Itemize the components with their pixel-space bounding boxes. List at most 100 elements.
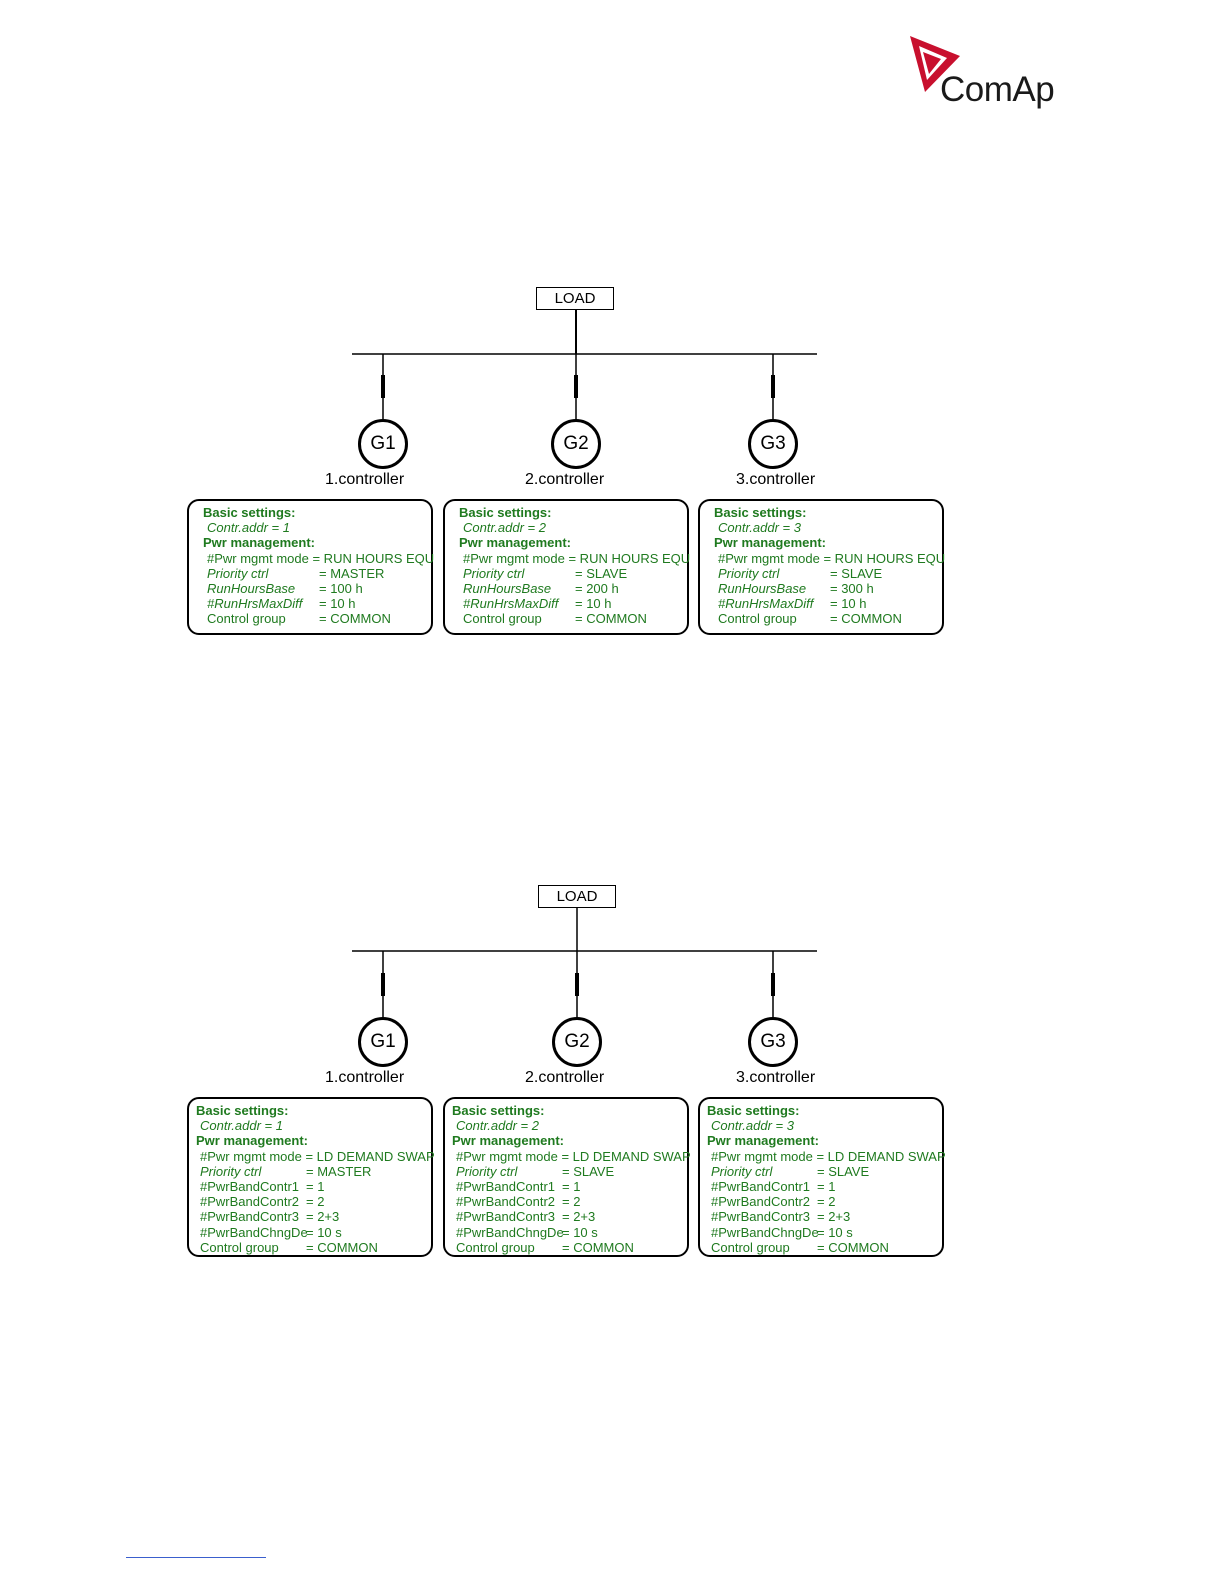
contr-addr-row: Contr.addr = 3	[700, 520, 942, 535]
controller-label-2: 2.controller	[525, 1069, 605, 1086]
generator-g3: G3	[748, 419, 798, 469]
setting-name: #RunHrsMaxDiff	[718, 596, 814, 612]
setting-name: #Pwr mgmt mode = LD DEMAND SWAP	[711, 1148, 946, 1164]
setting-row: #PwrBandContr2 = 2	[445, 1194, 687, 1209]
setting-name: #Pwr mgmt mode = RUN HOURS EQU	[718, 550, 946, 566]
setting-value: = COMMON	[562, 1239, 634, 1255]
controller-label-1: 1.controller	[325, 1069, 405, 1086]
pwr-management-header: Pwr management:	[445, 535, 687, 550]
setting-name: Control group	[463, 611, 542, 627]
setting-row: Priority ctrl= MASTER	[189, 566, 431, 581]
setting-name: #Pwr mgmt mode = LD DEMAND SWAP	[456, 1148, 691, 1164]
setting-row: RunHoursBase= 200 h	[445, 581, 687, 596]
setting-value: = COMMON	[830, 611, 902, 627]
contr-addr-value: Contr.addr = 2	[463, 520, 546, 536]
setting-row: Control group= COMMON	[445, 1240, 687, 1255]
setting-row: #Pwr mgmt mode = RUN HOURS EQU	[445, 550, 691, 566]
setting-value: = SLAVE	[562, 1163, 615, 1179]
pwr-management-header: Pwr management:	[189, 535, 431, 550]
setting-value: = COMMON	[319, 611, 391, 627]
pwr-management-label: Pwr management:	[714, 535, 826, 551]
setting-row: RunHoursBase= 100 h	[189, 581, 431, 596]
setting-value: = 2+3	[562, 1209, 596, 1225]
basic-settings-header: Basic settings:	[700, 1103, 942, 1118]
setting-value: = 2	[817, 1194, 836, 1210]
pwr-management-header: Pwr management:	[445, 1133, 687, 1148]
setting-name: #RunHrsMaxDiff	[207, 596, 303, 612]
setting-value: = MASTER	[306, 1163, 372, 1179]
setting-name: Control group	[711, 1239, 790, 1255]
setting-row: #PwrBandContr3= 2+3	[700, 1209, 942, 1224]
controller-label-3: 3.controller	[736, 471, 816, 488]
setting-value: = 300 h	[830, 580, 874, 596]
pwr-management-label: Pwr management:	[203, 535, 315, 551]
setting-name: Priority ctrl	[463, 565, 525, 581]
setting-name: Control group	[200, 1239, 279, 1255]
setting-row: Priority ctrl= SLAVE	[700, 1164, 942, 1179]
setting-value: = 10 s	[306, 1224, 342, 1240]
setting-row: #PwrBandChngDe= 10 s	[189, 1225, 431, 1240]
setting-name: #PwrBandContr1	[456, 1178, 555, 1194]
setting-value: = COMMON	[575, 611, 647, 627]
setting-value: = 100 h	[319, 580, 363, 596]
setting-value: = 2	[562, 1194, 581, 1210]
setting-row: #PwrBandContr1= 1	[700, 1179, 942, 1194]
setting-row: #Pwr mgmt mode = LD DEMAND SWAP	[189, 1149, 435, 1164]
setting-row: #PwrBandContr1= 1	[189, 1179, 431, 1194]
setting-row: Priority ctrl= SLAVE	[445, 566, 687, 581]
generator-g1: G1	[358, 419, 408, 469]
setting-row: #PwrBandChngDe= 10 s	[445, 1225, 687, 1240]
contr-addr-value: Contr.addr = 1	[200, 1118, 283, 1134]
setting-value: = 10 h	[319, 596, 356, 612]
setting-row: #Pwr mgmt mode = RUN HOURS EQU	[189, 551, 434, 566]
controller-label-2: 2.controller	[525, 471, 605, 488]
setting-row: Control group= COMMON	[700, 611, 942, 626]
setting-value: = 1	[306, 1178, 325, 1194]
basic-settings-label: Basic settings:	[459, 505, 552, 520]
setting-value: = MASTER	[319, 565, 385, 581]
setting-name: #PwrBandContr3	[200, 1209, 299, 1225]
pwr-management-label: Pwr management:	[707, 1133, 819, 1149]
setting-value: = 200 h	[575, 580, 619, 596]
contr-addr-value: Contr.addr = 3	[718, 520, 801, 536]
setting-row: #RunHrsMaxDiff = 10 h	[189, 596, 431, 611]
setting-value: = COMMON	[817, 1239, 889, 1255]
setting-row: #PwrBandContr3= 2+3	[189, 1209, 431, 1224]
basic-settings-header: Basic settings:	[189, 505, 431, 520]
setting-row: #PwrBandContr1= 1	[445, 1179, 687, 1194]
contr-addr-row: Contr.addr = 1	[189, 1118, 431, 1133]
pwr-management-label: Pwr management:	[196, 1133, 308, 1149]
pwr-management-header: Pwr management:	[189, 1133, 431, 1148]
setting-name: #PwrBandContr2	[456, 1194, 555, 1210]
setting-name: #PwrBandContr2	[200, 1194, 299, 1210]
setting-name: #Pwr mgmt mode = RUN HOURS EQU	[463, 550, 691, 566]
setting-row: Priority ctrl= MASTER	[189, 1164, 431, 1179]
controller-label-1: 1.controller	[325, 471, 405, 488]
setting-row: #PwrBandContr2= 2	[700, 1194, 942, 1209]
comap-triangle-icon	[910, 36, 960, 92]
controller-label-3: 3.controller	[736, 1069, 816, 1086]
pwr-management-label: Pwr management:	[459, 535, 571, 551]
setting-row: RunHoursBase = 300 h	[700, 581, 942, 596]
diagram-wiring	[352, 907, 817, 1018]
setting-row: #PwrBandChngDe= 10 s	[700, 1225, 942, 1240]
setting-name: Priority ctrl	[711, 1163, 773, 1179]
setting-name: #PwrBandContr3	[711, 1209, 810, 1225]
basic-settings-label: Basic settings:	[203, 505, 296, 520]
diagram-run-hours-equ: LOAD G1 G2 G3 1.controller 2.controller …	[0, 280, 1224, 660]
setting-row: Control group = COMMON	[700, 1240, 942, 1255]
load-box: LOAD	[536, 287, 614, 310]
setting-name: RunHoursBase	[718, 580, 807, 596]
setting-name: Priority ctrl	[456, 1163, 518, 1179]
generator-g2: G2	[552, 1017, 602, 1067]
setting-row: Priority ctrl = SLAVE	[445, 1164, 687, 1179]
setting-value: = 10 s	[562, 1224, 598, 1240]
setting-value: = COMMON	[306, 1239, 378, 1255]
setting-name: #PwrBandChngDe	[711, 1224, 819, 1240]
setting-value: = 10 h	[830, 596, 867, 612]
diagram-ld-demand-swap: LOAD G1 G2 G3 1.controller 2.controller …	[0, 878, 1224, 1258]
